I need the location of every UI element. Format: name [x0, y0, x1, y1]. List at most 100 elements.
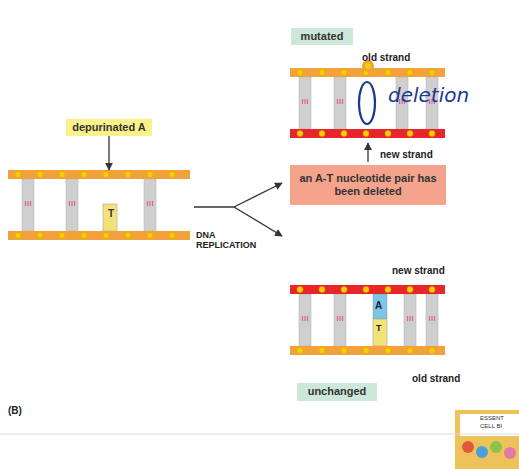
phosphate-dot	[297, 348, 303, 354]
text-label: old strand	[412, 373, 482, 385]
phosphate-dot	[341, 287, 347, 293]
text-label: DNA REPLICATION	[196, 230, 274, 251]
hydrogen-bond	[149, 201, 150, 206]
hydrogen-bond	[342, 316, 343, 321]
base-pair	[66, 179, 78, 231]
hydrogen-bond	[302, 99, 303, 104]
phosphate-dot	[363, 131, 369, 137]
base-pair	[334, 77, 346, 129]
text-label: new strand	[392, 265, 462, 277]
hydrogen-bond	[152, 201, 153, 206]
phosphate-dot	[341, 348, 347, 354]
hydrogen-bond	[147, 201, 148, 206]
phosphate-dot	[147, 172, 153, 178]
logo-cell	[504, 447, 516, 459]
state-tag: unchanged	[297, 383, 377, 401]
text-label: (B)	[8, 405, 38, 417]
phosphate-dot	[407, 70, 413, 76]
phosphate-dot	[81, 233, 87, 239]
dna-duplex: T	[8, 170, 190, 240]
deletion-circle	[359, 82, 375, 124]
phosphate-dot	[125, 172, 131, 178]
hydrogen-bond	[307, 316, 308, 321]
dna-strand	[290, 129, 445, 138]
hydrogen-bond	[431, 316, 432, 321]
base-pair	[334, 294, 346, 346]
hydrogen-bond	[304, 99, 305, 104]
base-pair	[22, 179, 34, 231]
logo-panel	[460, 414, 519, 436]
handwritten-note: deletion	[388, 84, 498, 107]
hydrogen-bond	[434, 316, 435, 321]
hydrogen-bond	[27, 201, 28, 206]
phosphate-dot	[429, 348, 435, 354]
hydrogen-bond	[339, 316, 340, 321]
text-label: old strand	[362, 52, 432, 64]
phosphate-dot	[125, 233, 131, 239]
dna-strand	[290, 346, 445, 355]
logo-text: CELL BI	[480, 423, 519, 430]
phosphate-dot	[385, 348, 391, 354]
phosphate-dot	[363, 287, 369, 293]
phosphate-dot	[103, 172, 109, 178]
hydrogen-bond	[429, 316, 430, 321]
node-text: T	[104, 208, 118, 220]
phosphate-dot	[37, 233, 43, 239]
phosphate-dot	[407, 348, 413, 354]
phosphate-dot	[59, 172, 65, 178]
phosphate-dot	[319, 131, 325, 137]
hydrogen-bond	[337, 316, 338, 321]
base-pair	[426, 294, 438, 346]
nucleotide-base	[373, 319, 387, 346]
hydrogen-bond	[412, 316, 413, 321]
book-logo	[455, 410, 519, 469]
phosphate-dot	[319, 287, 325, 293]
hydrogen-bond	[302, 316, 303, 321]
hydrogen-bond	[407, 316, 408, 321]
phosphate-dot	[429, 70, 435, 76]
logo-cell	[490, 441, 502, 453]
text-label: A	[375, 300, 387, 312]
connector-arrow	[108, 136, 109, 170]
phosphate-dot	[37, 172, 43, 178]
phosphate-dot	[59, 233, 65, 239]
phosphate-dot	[363, 348, 369, 354]
hydrogen-bond	[307, 99, 308, 104]
phosphate-dot	[385, 287, 391, 293]
hydrogen-bond	[69, 201, 70, 206]
base-pair	[299, 294, 311, 346]
phosphate-dot	[169, 233, 175, 239]
phosphate-dot	[429, 131, 435, 137]
phosphate-dot	[341, 70, 347, 76]
logo-text: ESSENT	[480, 415, 519, 422]
fork-line	[194, 206, 234, 207]
dna-strand	[290, 285, 445, 294]
hydrogen-bond	[409, 316, 410, 321]
explanation-box: an A-T nucleotide pair has been deleted	[290, 165, 446, 205]
hydrogen-bond	[337, 99, 338, 104]
phosphate-dot	[103, 233, 109, 239]
node-text: unchanged	[304, 385, 371, 398]
hydrogen-bond	[304, 316, 305, 321]
hydrogen-bond	[342, 99, 343, 104]
phosphate-dot	[147, 233, 153, 239]
logo-cell	[476, 446, 488, 458]
phosphate-dot	[365, 63, 371, 69]
dna-strand	[8, 170, 190, 179]
phosphate-dot	[341, 131, 347, 137]
phosphate-dot	[319, 70, 325, 76]
phosphate-dot	[319, 348, 325, 354]
fork-arrow	[234, 207, 282, 236]
node-text: depurinated A	[68, 121, 150, 134]
fork-arrow	[234, 183, 282, 207]
phosphate-dot	[169, 172, 175, 178]
nucleotide-base	[373, 294, 387, 319]
phosphate-dot	[385, 131, 391, 137]
node-text: mutated	[297, 30, 348, 43]
hydrogen-bond	[25, 201, 26, 206]
phosphate-dot	[429, 287, 435, 293]
text-label: T	[376, 323, 388, 333]
